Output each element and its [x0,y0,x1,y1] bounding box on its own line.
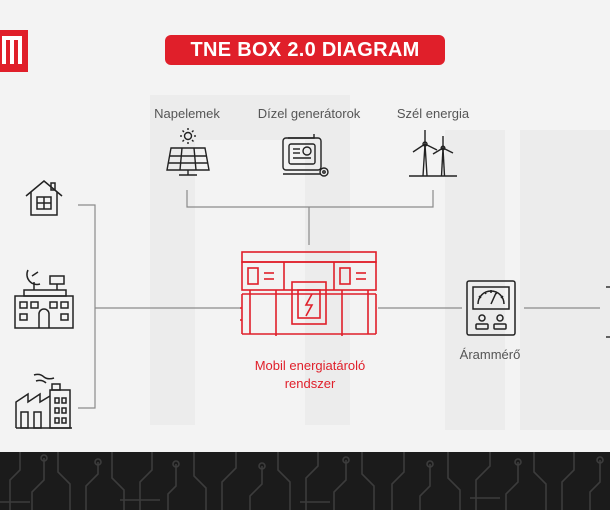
brand-logo [0,30,28,72]
factory-icon [15,373,72,429]
connector-lines [78,190,610,409]
meter-label: Árammérő [459,347,521,362]
building-satellite-icon [14,269,74,329]
energy-storage-icon [240,251,377,336]
solar-panel-icon [166,128,210,176]
house-icon [25,180,63,216]
storage-label: Mobil energiatároló rendszer [225,357,395,393]
storage-label-line1: Mobil energiatároló [254,358,366,373]
diagram-title: TNE BOX 2.0 DIAGRAM [165,35,445,65]
storage-label-line2: rendszer [284,376,336,391]
source-label-diesel: Dízel generátorok [257,106,361,121]
wind-turbine-icon [409,130,457,177]
source-label-solar: Napelemek [154,106,220,121]
meter-icon [466,280,516,336]
diesel-generator-icon [282,134,329,177]
circuit-footer [0,452,610,510]
background-watermark [0,0,610,452]
source-label-wind: Szél energia [396,106,470,121]
